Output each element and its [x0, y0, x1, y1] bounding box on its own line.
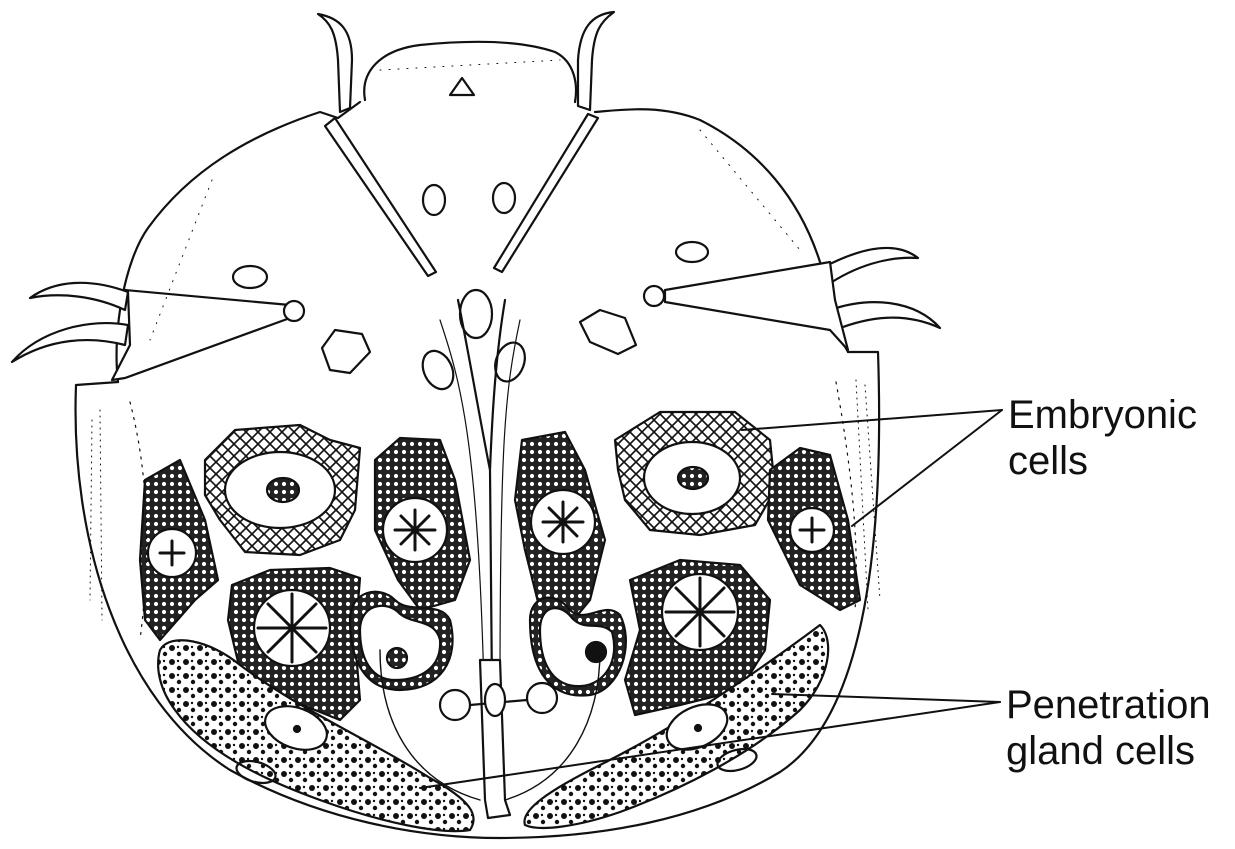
- leader-embryonic-2: [852, 410, 1002, 526]
- top-left-rod: [325, 118, 436, 276]
- penetration-label-line2: gland cells: [1006, 728, 1211, 774]
- hook-right-lower: [830, 302, 940, 330]
- pore-7: [460, 290, 492, 338]
- penetration-label-line1: Penetration: [1006, 682, 1211, 728]
- hook-top-left: [318, 14, 352, 112]
- hook-left-lower: [12, 323, 128, 362]
- embryonic-cells-label: Embryonic cells: [1008, 392, 1197, 484]
- pore-3: [233, 266, 267, 288]
- left-rod: [112, 290, 290, 380]
- right-knob: [644, 286, 664, 306]
- pore-4: [676, 242, 708, 262]
- hook-top-right: [578, 12, 614, 110]
- pore-8: [417, 346, 459, 394]
- left-knob: [284, 301, 304, 321]
- pore-6: [580, 310, 636, 354]
- embryonic-label-line2: cells: [1008, 438, 1197, 484]
- pore-top: [450, 78, 474, 95]
- top-right-rod: [494, 114, 598, 272]
- embryonic-label-line1: Embryonic: [1008, 392, 1197, 438]
- pore-5: [322, 330, 370, 373]
- pore-1: [423, 185, 445, 215]
- penetration-gland-cells-label: Penetration gland cells: [1006, 682, 1211, 774]
- midline-suture: [458, 300, 505, 690]
- right-rod: [665, 262, 848, 350]
- hook-left-upper: [30, 283, 128, 310]
- pore-2: [493, 183, 515, 213]
- leader-embryonic-1: [742, 410, 1002, 430]
- apical-plate: [364, 42, 576, 102]
- hook-right-upper: [822, 248, 918, 286]
